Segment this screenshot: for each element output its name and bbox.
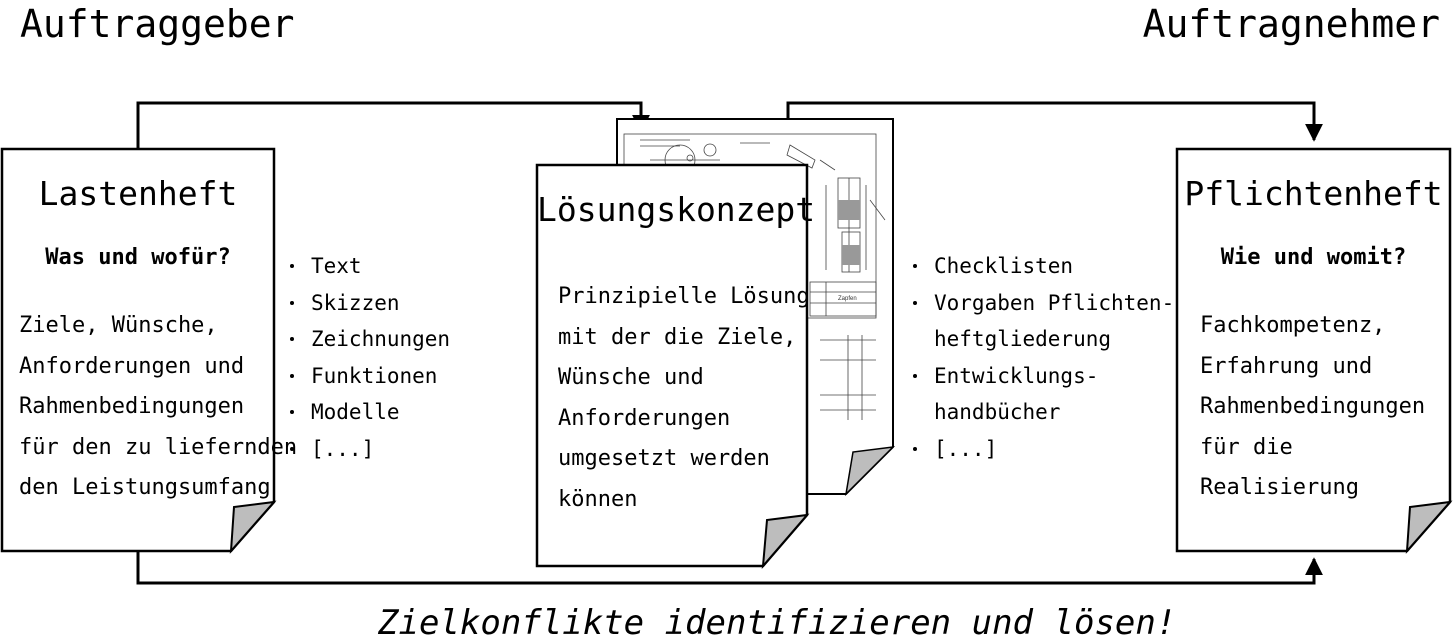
loesungskonzept-document-shape — [535, 163, 810, 569]
loesungskonzept-body: Prinzipielle Lösung mit der die Ziele, W… — [558, 277, 810, 520]
pflichtenheft-title: Pflichtenheft — [1184, 174, 1443, 213]
pflichtenheft-body-line: Rahmenbedingungen — [1200, 394, 1426, 419]
loesungskonzept-title: Lösungskonzept — [537, 190, 816, 229]
loesungskonzept-body-line: umgesetzt werden — [558, 446, 770, 471]
lastenheft-bullet-list: Text Skizzen Zeichnungen Funktionen Mode… — [287, 248, 450, 467]
pflichtenheft-body-line: für die Realisierung — [1200, 434, 1359, 501]
loesungskonzept-body-line: können — [558, 486, 638, 512]
bottom-caption: Zielkonflikte identifizieren und lösen! — [378, 603, 1177, 643]
list-item: Entwicklungs- — [910, 358, 1174, 395]
pflichtenheft-body-line: Erfahrung und — [1200, 353, 1373, 379]
list-item: Zeichnungen — [287, 321, 450, 358]
pflichtenheft-document-shape — [1175, 147, 1453, 554]
lastenheft-body-line: den Leistungsumfang — [19, 475, 271, 500]
list-item: [...] — [910, 431, 1174, 468]
lastenheft-body-line: Ziele, Wünsche, — [19, 313, 218, 338]
list-item-continuation: heftgliederung — [934, 327, 1112, 351]
lastenheft-body: Ziele, Wünsche, Anforderungen und Rahmen… — [19, 306, 297, 509]
connector-lastenheft-to-konzept — [136, 101, 650, 148]
lastenheft-body-line: Anforderungen und — [19, 353, 245, 379]
lastenheft-subtitle: Was und wofür? — [45, 245, 231, 270]
list-item: Modelle — [287, 394, 450, 431]
drawing-title-block-text: Zapfen — [838, 296, 857, 302]
loesungskonzept-body-line: Prinzipielle Lösung — [558, 284, 810, 309]
lastenheft-document-shape — [0, 147, 277, 554]
lastenheft-title: Lastenheft — [38, 174, 238, 213]
list-item: Skizzen — [287, 285, 450, 322]
lastenheft-body-line: Rahmenbedingungen — [19, 394, 245, 419]
auftraggeber-label: Auftraggeber — [20, 2, 295, 46]
pflichtenheft-body: Fachkompetenz, Erfahrung und Rahmenbedin… — [1200, 306, 1454, 509]
list-item: [...] — [287, 431, 450, 468]
pflichtenheft-subtitle: Wie und womit? — [1220, 245, 1407, 270]
pflichtenheft-body-line: Fachkompetenz, — [1200, 313, 1386, 338]
connector-bottom — [136, 552, 1323, 585]
list-item: Text — [287, 248, 450, 285]
list-item: Vorgaben Pflichten- — [910, 285, 1174, 322]
lastenheft-body-line: für den zu liefernden — [19, 434, 298, 460]
loesungskonzept-body-line: Wünsche und — [558, 365, 704, 390]
list-item: Checklisten — [910, 248, 1174, 285]
list-item-continuation: handbücher — [934, 400, 1061, 424]
loesungskonzept-body-line: Anforderungen — [558, 405, 731, 431]
list-item: Funktionen — [287, 358, 450, 395]
auftragnehmer-label: Auftragnehmer — [1142, 2, 1440, 46]
loesungskonzept-body-line: mit der die Ziele, — [558, 324, 797, 350]
pflichtenheft-bullet-list: Checklisten Vorgaben Pflichten- heftglie… — [910, 248, 1174, 467]
